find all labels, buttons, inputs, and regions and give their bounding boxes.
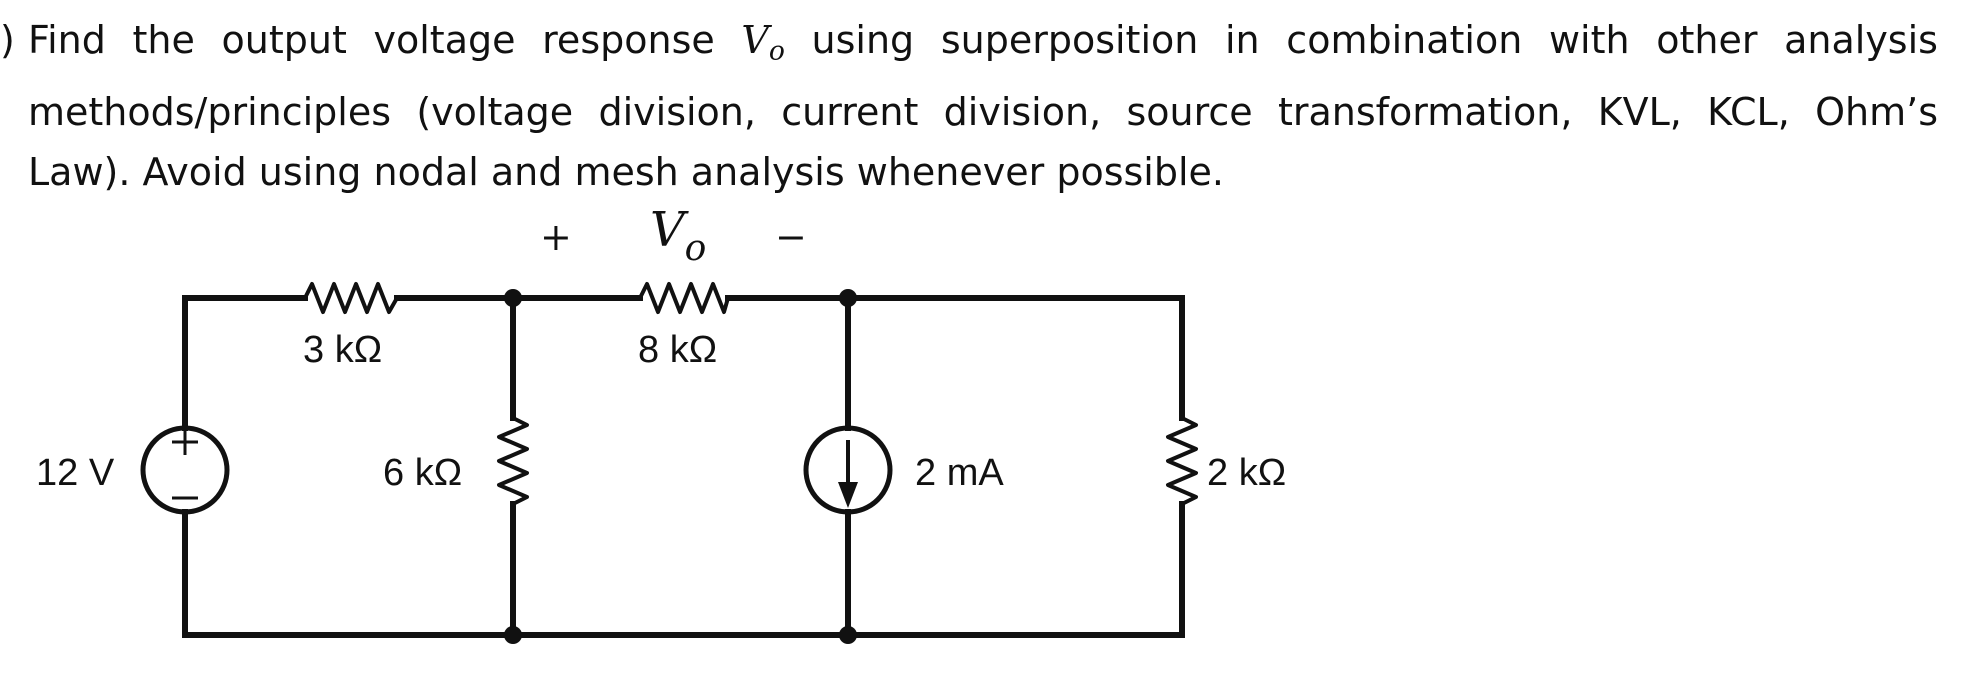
current-source-circle	[803, 425, 893, 515]
resistor-3k	[302, 282, 400, 314]
problem-marker: )	[0, 18, 15, 62]
vo-plus-label: +	[540, 215, 572, 259]
node-dot-bottom-left	[504, 626, 522, 644]
resistor-2k	[1166, 415, 1198, 507]
vsource-label: 12 V	[36, 452, 115, 494]
vo-variable: Vo	[741, 18, 785, 67]
vo-minus-label: −	[775, 215, 807, 259]
vsource-plus-sign	[172, 429, 198, 455]
r3-label: 6 kΩ	[383, 452, 462, 494]
current-arrow-head	[838, 482, 858, 508]
problem-line-1: Find the output voltage response Vo usin…	[28, 18, 1938, 67]
node-dot-top-left	[504, 289, 522, 307]
problem-line-3: Law). Avoid using nodal and mesh analysi…	[28, 149, 1224, 194]
voltage-source-circle	[140, 425, 230, 515]
node-dot-top-right	[839, 289, 857, 307]
isource-label: 2 mA	[915, 452, 1004, 494]
r4-label: 2 kΩ	[1207, 452, 1286, 494]
resistor-6k	[497, 415, 529, 507]
r1-label: 3 kΩ	[303, 329, 382, 371]
problem-statement: Find the output voltage response Vo usin…	[28, 10, 1938, 202]
problem-line-2: methods/principles (voltage division, cu…	[28, 89, 1938, 134]
vo-label: Vo	[650, 202, 706, 269]
resistor-8k	[637, 282, 731, 314]
node-dot-bottom-right	[839, 626, 857, 644]
r2-label: 8 kΩ	[638, 329, 717, 371]
